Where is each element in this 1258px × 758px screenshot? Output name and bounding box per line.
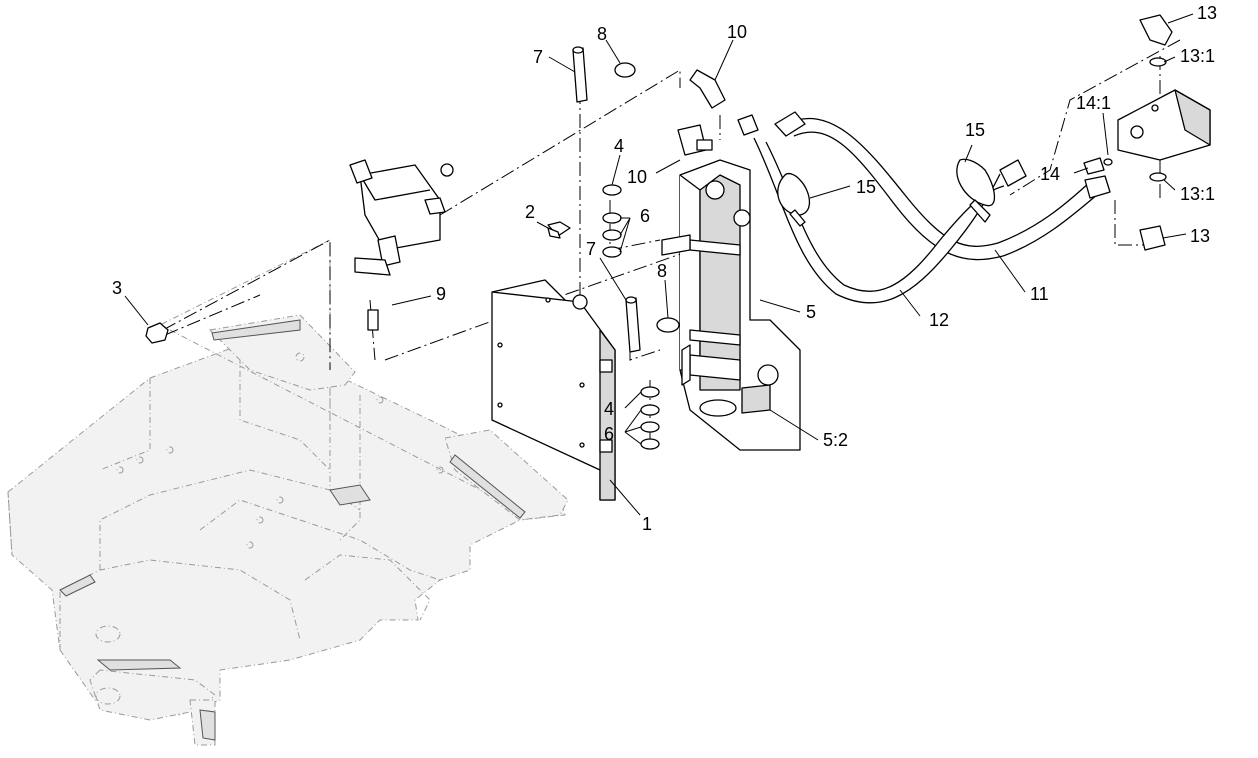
fitting-10 — [677, 69, 759, 156]
o-ring-14-1 — [1103, 158, 1113, 166]
leader-lines — [124, 13, 1194, 516]
callout-11: 11 — [1030, 284, 1049, 304]
pin-7 — [572, 46, 641, 353]
bolt-2 — [547, 221, 571, 239]
callout-15a: 15 — [965, 120, 985, 140]
tractor-frame-ghost — [7, 239, 569, 746]
clip-8 — [614, 62, 680, 333]
mounting-plate-1 — [491, 279, 616, 501]
callout-1: 1 — [642, 514, 652, 534]
callout-13a: 13 — [1197, 3, 1217, 23]
callout-5: 5 — [806, 302, 816, 322]
fitting-14 — [1083, 157, 1105, 175]
callout-12: 12 — [929, 310, 949, 330]
elbow-13 — [1139, 14, 1173, 251]
callout-8a: 8 — [597, 24, 607, 44]
callout-6a: 6 — [640, 206, 650, 226]
valve-assembly — [349, 159, 454, 267]
callout-10b: 10 — [627, 167, 647, 187]
callout-14: 14 — [1040, 164, 1060, 184]
o-ring-13-1 — [1149, 57, 1167, 182]
callout-7b: 7 — [586, 239, 596, 259]
callout-4a: 4 — [614, 136, 624, 156]
callout-10a: 10 — [727, 22, 747, 42]
callout-9: 9 — [436, 284, 446, 304]
callout-4b: 4 — [604, 399, 614, 419]
callout-14-1: 14:1 — [1076, 93, 1111, 113]
callout-13b: 13 — [1190, 226, 1210, 246]
callout-5-2: 5:2 — [823, 430, 848, 450]
callout-8b: 8 — [657, 261, 667, 281]
callout-13-1a: 13:1 — [1180, 46, 1215, 66]
callout-2: 2 — [525, 202, 535, 222]
hitch-bracket-5 — [661, 159, 801, 451]
callout-labels: 7 8 10 10 4 6 2 3 9 7 8 5 4 6 1 5:2 12 1… — [112, 3, 1217, 534]
callout-7a: 7 — [533, 47, 543, 67]
clamp-15 — [777, 158, 996, 227]
hydraulic-pump — [1117, 89, 1211, 161]
callout-13-1b: 13:1 — [1180, 184, 1215, 204]
callout-15b: 15 — [856, 177, 876, 197]
nut-3 — [145, 322, 169, 344]
washers — [602, 184, 660, 450]
handle-9 — [354, 257, 391, 331]
callout-3: 3 — [112, 278, 122, 298]
callout-6b: 6 — [604, 424, 614, 444]
